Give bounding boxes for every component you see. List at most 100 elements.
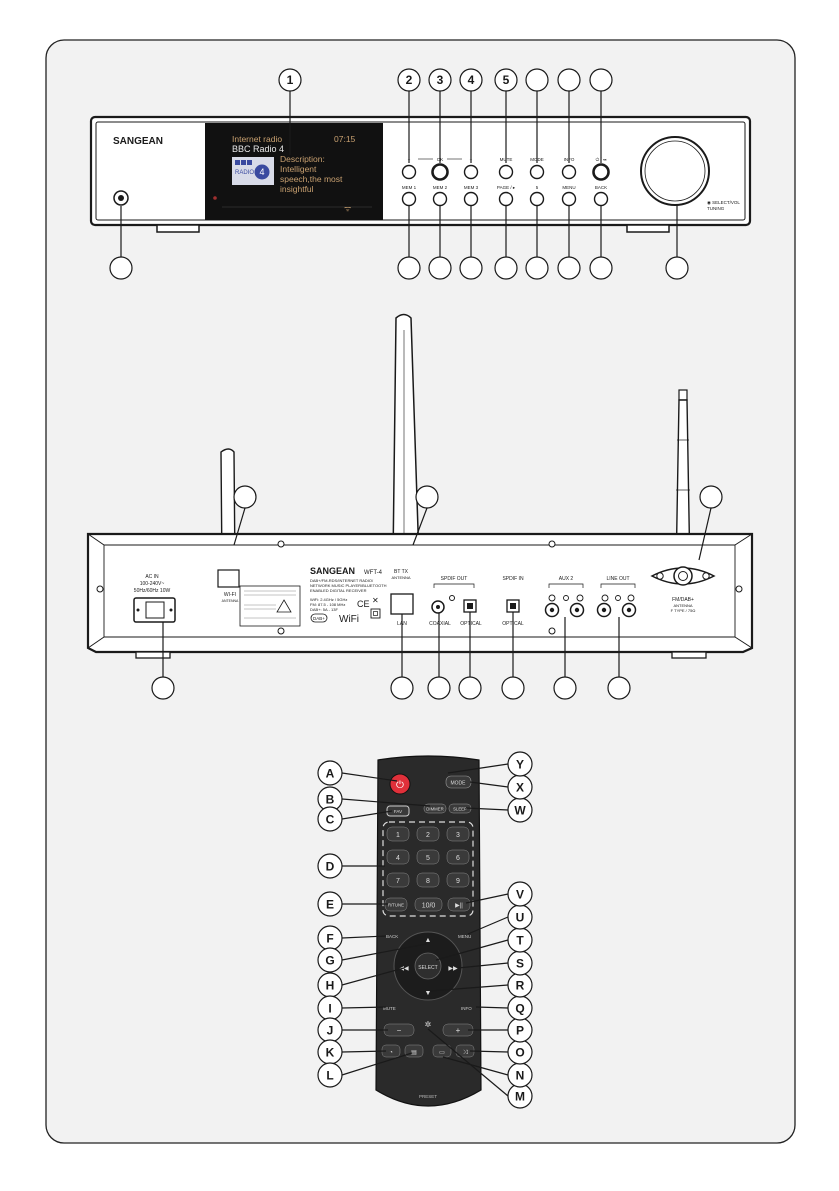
remote-vol-minus-label: − (397, 1026, 402, 1035)
remote-callout-g-leader (341, 943, 427, 961)
fm-antenna-socket[interactable] (673, 566, 693, 586)
remote-play-label: ▶|| (455, 903, 463, 909)
nav-down-icon[interactable]: ▼ (425, 990, 432, 997)
bt-antenna-label-1: BT TX (394, 569, 409, 575)
nav-right-icon[interactable]: ▶▶ (448, 966, 458, 972)
remote-callout-p-label: P (516, 1024, 524, 1038)
lan-port[interactable] (390, 593, 414, 615)
remote-eq-icon[interactable]: ✲ (425, 1020, 432, 1029)
remote-power-button[interactable] (389, 773, 411, 795)
remote-callout-a-leader (341, 772, 398, 782)
front-callout-3-label: 3 (437, 73, 444, 87)
nav-left-icon[interactable]: ◀◀ (399, 966, 409, 972)
shuffle-icon: ⤨ (463, 1049, 468, 1056)
front-5-button[interactable] (529, 191, 545, 207)
remote-callout-w-label: W (514, 804, 526, 818)
remote-key-9[interactable] (446, 872, 470, 888)
wifi-antenna-label-2: ANTENNA (222, 599, 239, 603)
remote-key-2[interactable] (416, 826, 440, 842)
remote-10-button[interactable] (414, 897, 443, 912)
front-back-button[interactable] (593, 191, 609, 207)
remote-callout-n-leader (442, 1056, 509, 1076)
rear-brand: SANGEAN (310, 566, 355, 576)
front-bottom-callout-8 (589, 256, 613, 280)
front-callout-7 (557, 68, 581, 92)
remote-play-pause-button[interactable] (447, 897, 471, 912)
screen-desc-3: speech,the most (280, 174, 343, 184)
rear-top-callout-2 (415, 485, 439, 509)
front-mode-button[interactable] (529, 164, 545, 180)
remote-key-1[interactable] (386, 826, 410, 842)
nav-up-icon[interactable]: ▲ (425, 937, 432, 944)
front-brand: SANGEAN (113, 136, 163, 147)
front-bottom-callouts (109, 205, 689, 280)
remote-callout-b-label: B (326, 793, 335, 807)
front-mute-button[interactable] (498, 164, 514, 180)
remote-info-label[interactable]: INFO (461, 1006, 472, 1011)
remote-callout-i-label: I (328, 1002, 331, 1016)
dab-logo: DAB+ (313, 616, 325, 621)
front-preset-1-button[interactable] (401, 191, 417, 207)
ac-power-socket[interactable] (133, 597, 176, 623)
remote-mode-label: MODE (451, 781, 467, 787)
front-callout-3 (428, 68, 452, 92)
front-bottom-callout-2 (397, 256, 421, 280)
remote-key-8[interactable] (416, 872, 440, 888)
rear-panel: AC IN 100-240V~ 50Hz/60Hz 10W WI-FI ANTE… (86, 313, 754, 659)
remote-callout-t-leader (435, 939, 509, 961)
remote-callout-q-label: Q (515, 1002, 524, 1016)
remote-select-button[interactable] (414, 952, 442, 980)
front-page-button[interactable] (498, 191, 514, 207)
fm-label-2: ANTENNA (673, 603, 692, 608)
front-callout-4-label: 4 (468, 73, 475, 87)
remote-key-5-label: 5 (426, 855, 430, 862)
remote-key-4[interactable] (386, 849, 410, 865)
screen-time: 07:15 (334, 134, 356, 144)
remote-key-5[interactable] (416, 849, 440, 865)
front-callout-5 (494, 68, 518, 92)
remote-key-1-label: 1 (396, 832, 400, 839)
remote-key-3[interactable] (446, 826, 470, 842)
remote-callout-d (317, 853, 343, 879)
front-ok-button[interactable] (431, 163, 449, 181)
front-callout-5-label: 5 (503, 73, 510, 87)
rear-top-callout-3 (699, 485, 723, 509)
fm-label-1: FM/DAB+ (672, 597, 694, 603)
remote-callout-v-leader (465, 893, 509, 904)
remote-back-label[interactable]: BACK (386, 934, 398, 939)
weee-bin-icon: ✕ (372, 596, 379, 605)
rear-callouts (151, 485, 723, 700)
rear-desc-2: NETWORK MUSIC PLAYER/BLUETOOTH (310, 583, 387, 588)
ac-in-label-1: AC IN (145, 574, 159, 580)
front-preset-2-button[interactable] (432, 191, 448, 207)
remote-callout-m-label: M (515, 1090, 525, 1104)
warning-icon (276, 599, 292, 613)
remote-menu-label[interactable]: MENU (458, 934, 471, 939)
front-minus-button[interactable] (401, 164, 417, 180)
front-power-button[interactable] (592, 163, 610, 181)
rear-top-callout-2-leader (412, 507, 428, 546)
tuning-knob[interactable] (640, 136, 710, 206)
front-plus-button[interactable] (463, 164, 479, 180)
power-icon: ⏻ (396, 780, 404, 791)
remote-key-6[interactable] (446, 849, 470, 865)
rear-spec-1: WiFi: 2.4GHz / 5GHz (310, 597, 347, 602)
front-info-button[interactable] (561, 164, 577, 180)
remote-callout-c (317, 806, 343, 832)
remote-callout-q-leader (475, 1006, 509, 1009)
knob-label-2: TUNING (707, 206, 725, 211)
remote-callout-s-label: S (516, 957, 524, 971)
remote-callout-n-label: N (516, 1069, 525, 1083)
remote-callout-r-leader (429, 984, 509, 992)
remote-key-7[interactable] (386, 872, 410, 888)
screen-station: BBC Radio 4 (232, 144, 284, 154)
front-menu-button[interactable] (561, 191, 577, 207)
front-preset-3-button[interactable] (463, 191, 479, 207)
remote-fav-button[interactable] (386, 805, 410, 817)
remote-mute-label[interactable]: MUTE (383, 1006, 396, 1011)
remote-callout-j-label: J (327, 1024, 334, 1038)
remote-repeat-button[interactable] (432, 1044, 452, 1058)
